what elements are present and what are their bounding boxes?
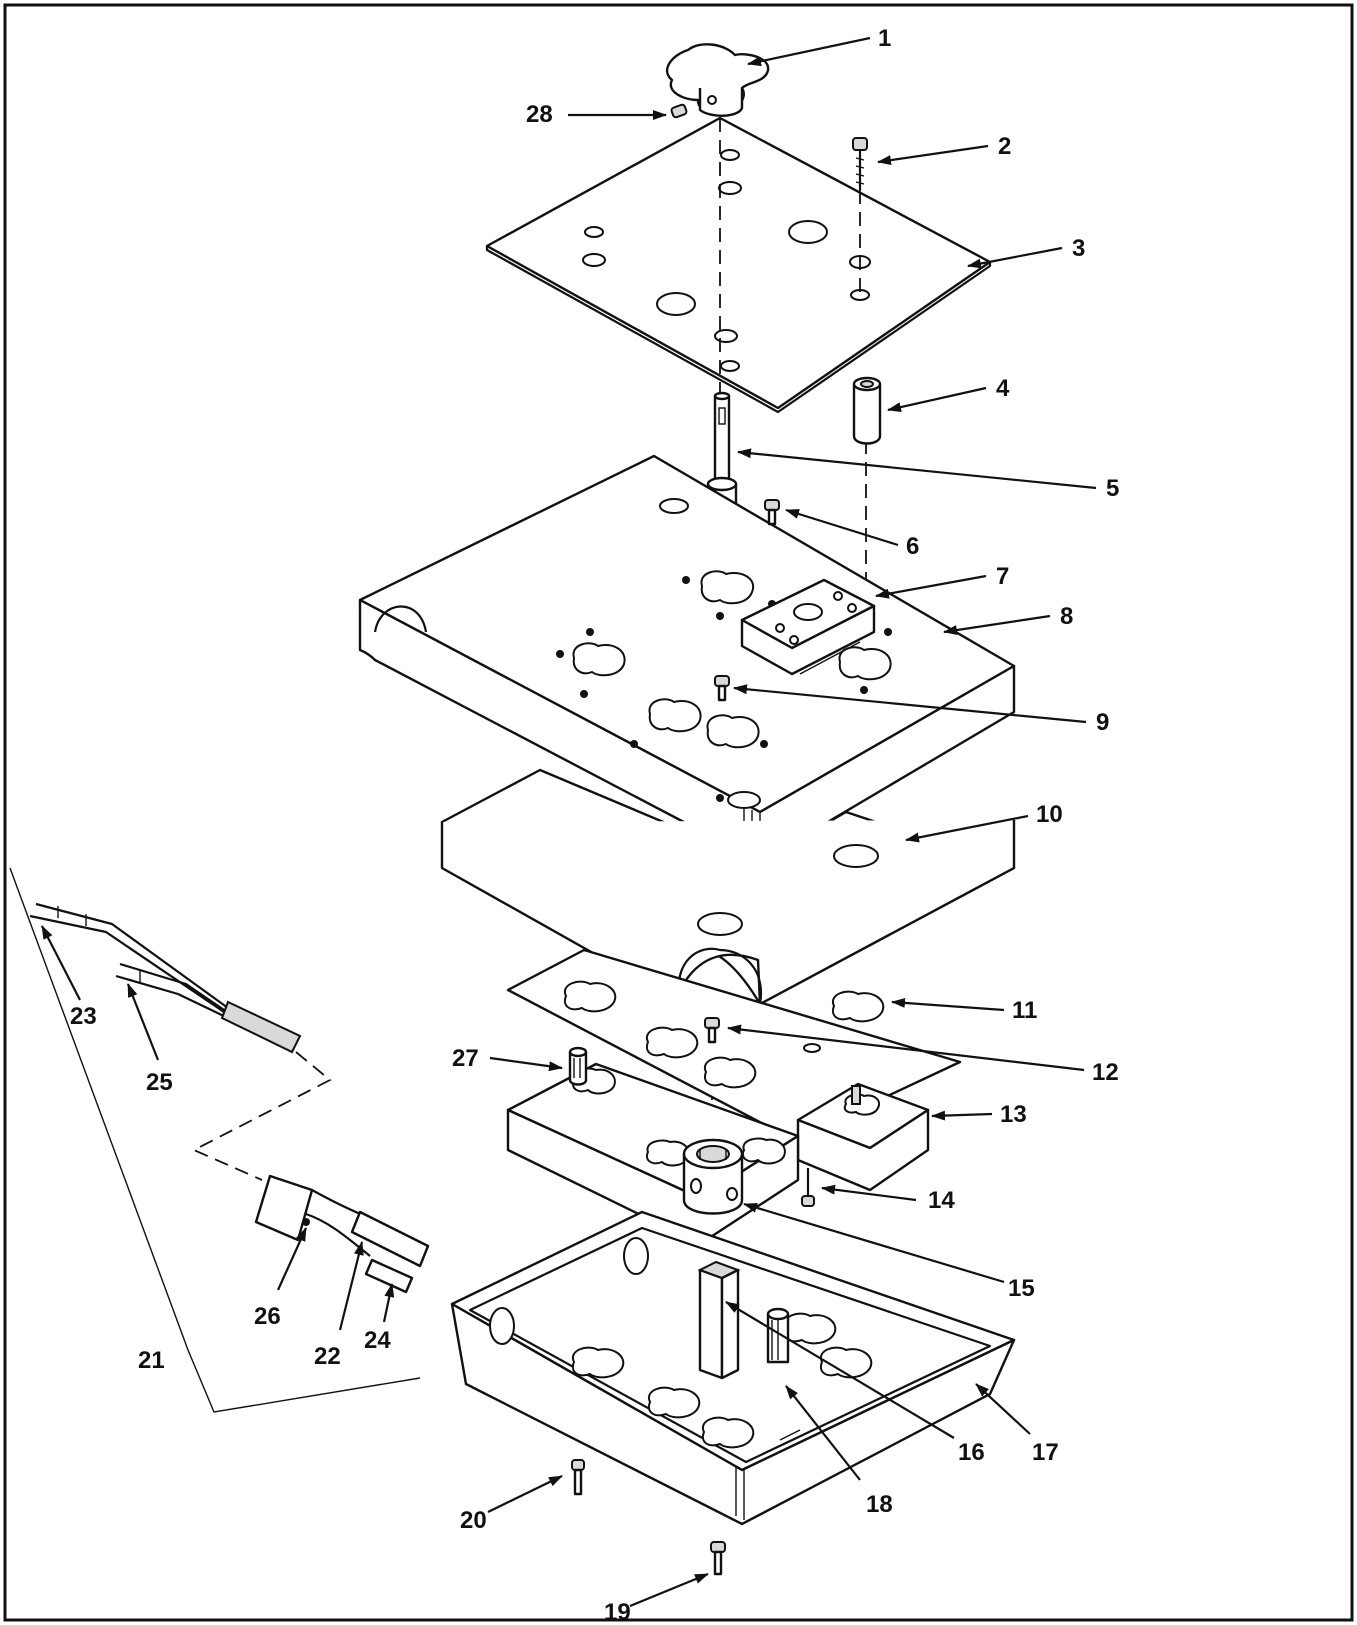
callout-15: 15 (1008, 1275, 1035, 1302)
rotary-collar-part (682, 1138, 744, 1215)
callout-4: 4 (996, 375, 1010, 402)
callout-1: 1 (878, 25, 891, 52)
callout-25: 25 (146, 1069, 173, 1096)
callout-17: 17 (1032, 1439, 1059, 1466)
callout-18: 18 (866, 1491, 893, 1518)
callout-16: 16 (958, 1439, 985, 1466)
callout-27: 27 (452, 1045, 479, 1072)
spacer-part (852, 376, 882, 445)
callout-28: 28 (526, 101, 553, 128)
callout-2: 2 (998, 133, 1011, 160)
callout-8: 8 (1060, 603, 1073, 630)
screw-part-6 (764, 499, 780, 526)
callout-12: 12 (1092, 1059, 1119, 1086)
callout-5: 5 (1106, 475, 1119, 502)
screw-part-9 (714, 675, 730, 702)
standoff-part-27 (568, 1046, 588, 1086)
cable-assembly-part (9, 867, 430, 1413)
callout-9: 9 (1096, 709, 1109, 736)
callout-3: 3 (1072, 235, 1085, 262)
callout-7: 7 (996, 563, 1009, 590)
callout-24: 24 (364, 1327, 391, 1354)
callout-11: 11 (1012, 997, 1037, 1024)
callout-13: 13 (1000, 1101, 1027, 1128)
set-screw-part (670, 103, 688, 119)
callout-21: 21 (138, 1347, 165, 1374)
standoff-part-18 (766, 1307, 790, 1364)
bracket-part (740, 578, 876, 676)
figure-border (3, 3, 1354, 1622)
callout-labels: 1 2 3 4 5 6 7 8 9 10 11 12 13 14 15 16 1… (70, 25, 1119, 1625)
knob-part (665, 43, 770, 117)
screw-part-2 (852, 137, 868, 190)
callout-14: 14 (928, 1187, 955, 1214)
screw-part-19 (710, 1541, 726, 1576)
lower-block-part (440, 768, 1016, 1006)
callout-26: 26 (254, 1303, 281, 1330)
callout-23: 23 (70, 1003, 97, 1030)
callout-19: 19 (604, 1599, 631, 1625)
callout-22: 22 (314, 1343, 341, 1370)
screw-part-12 (704, 1017, 720, 1044)
screw-part-20 (571, 1459, 585, 1496)
screw-part-14 (801, 1168, 815, 1207)
main-block-part (358, 454, 1016, 864)
vertical-bar-part (697, 1260, 741, 1380)
top-plate-part (485, 116, 992, 414)
callout-6: 6 (906, 533, 919, 560)
callout-10: 10 (1036, 801, 1063, 828)
leader-lines (41, 36, 1097, 1608)
callout-20: 20 (460, 1507, 487, 1534)
